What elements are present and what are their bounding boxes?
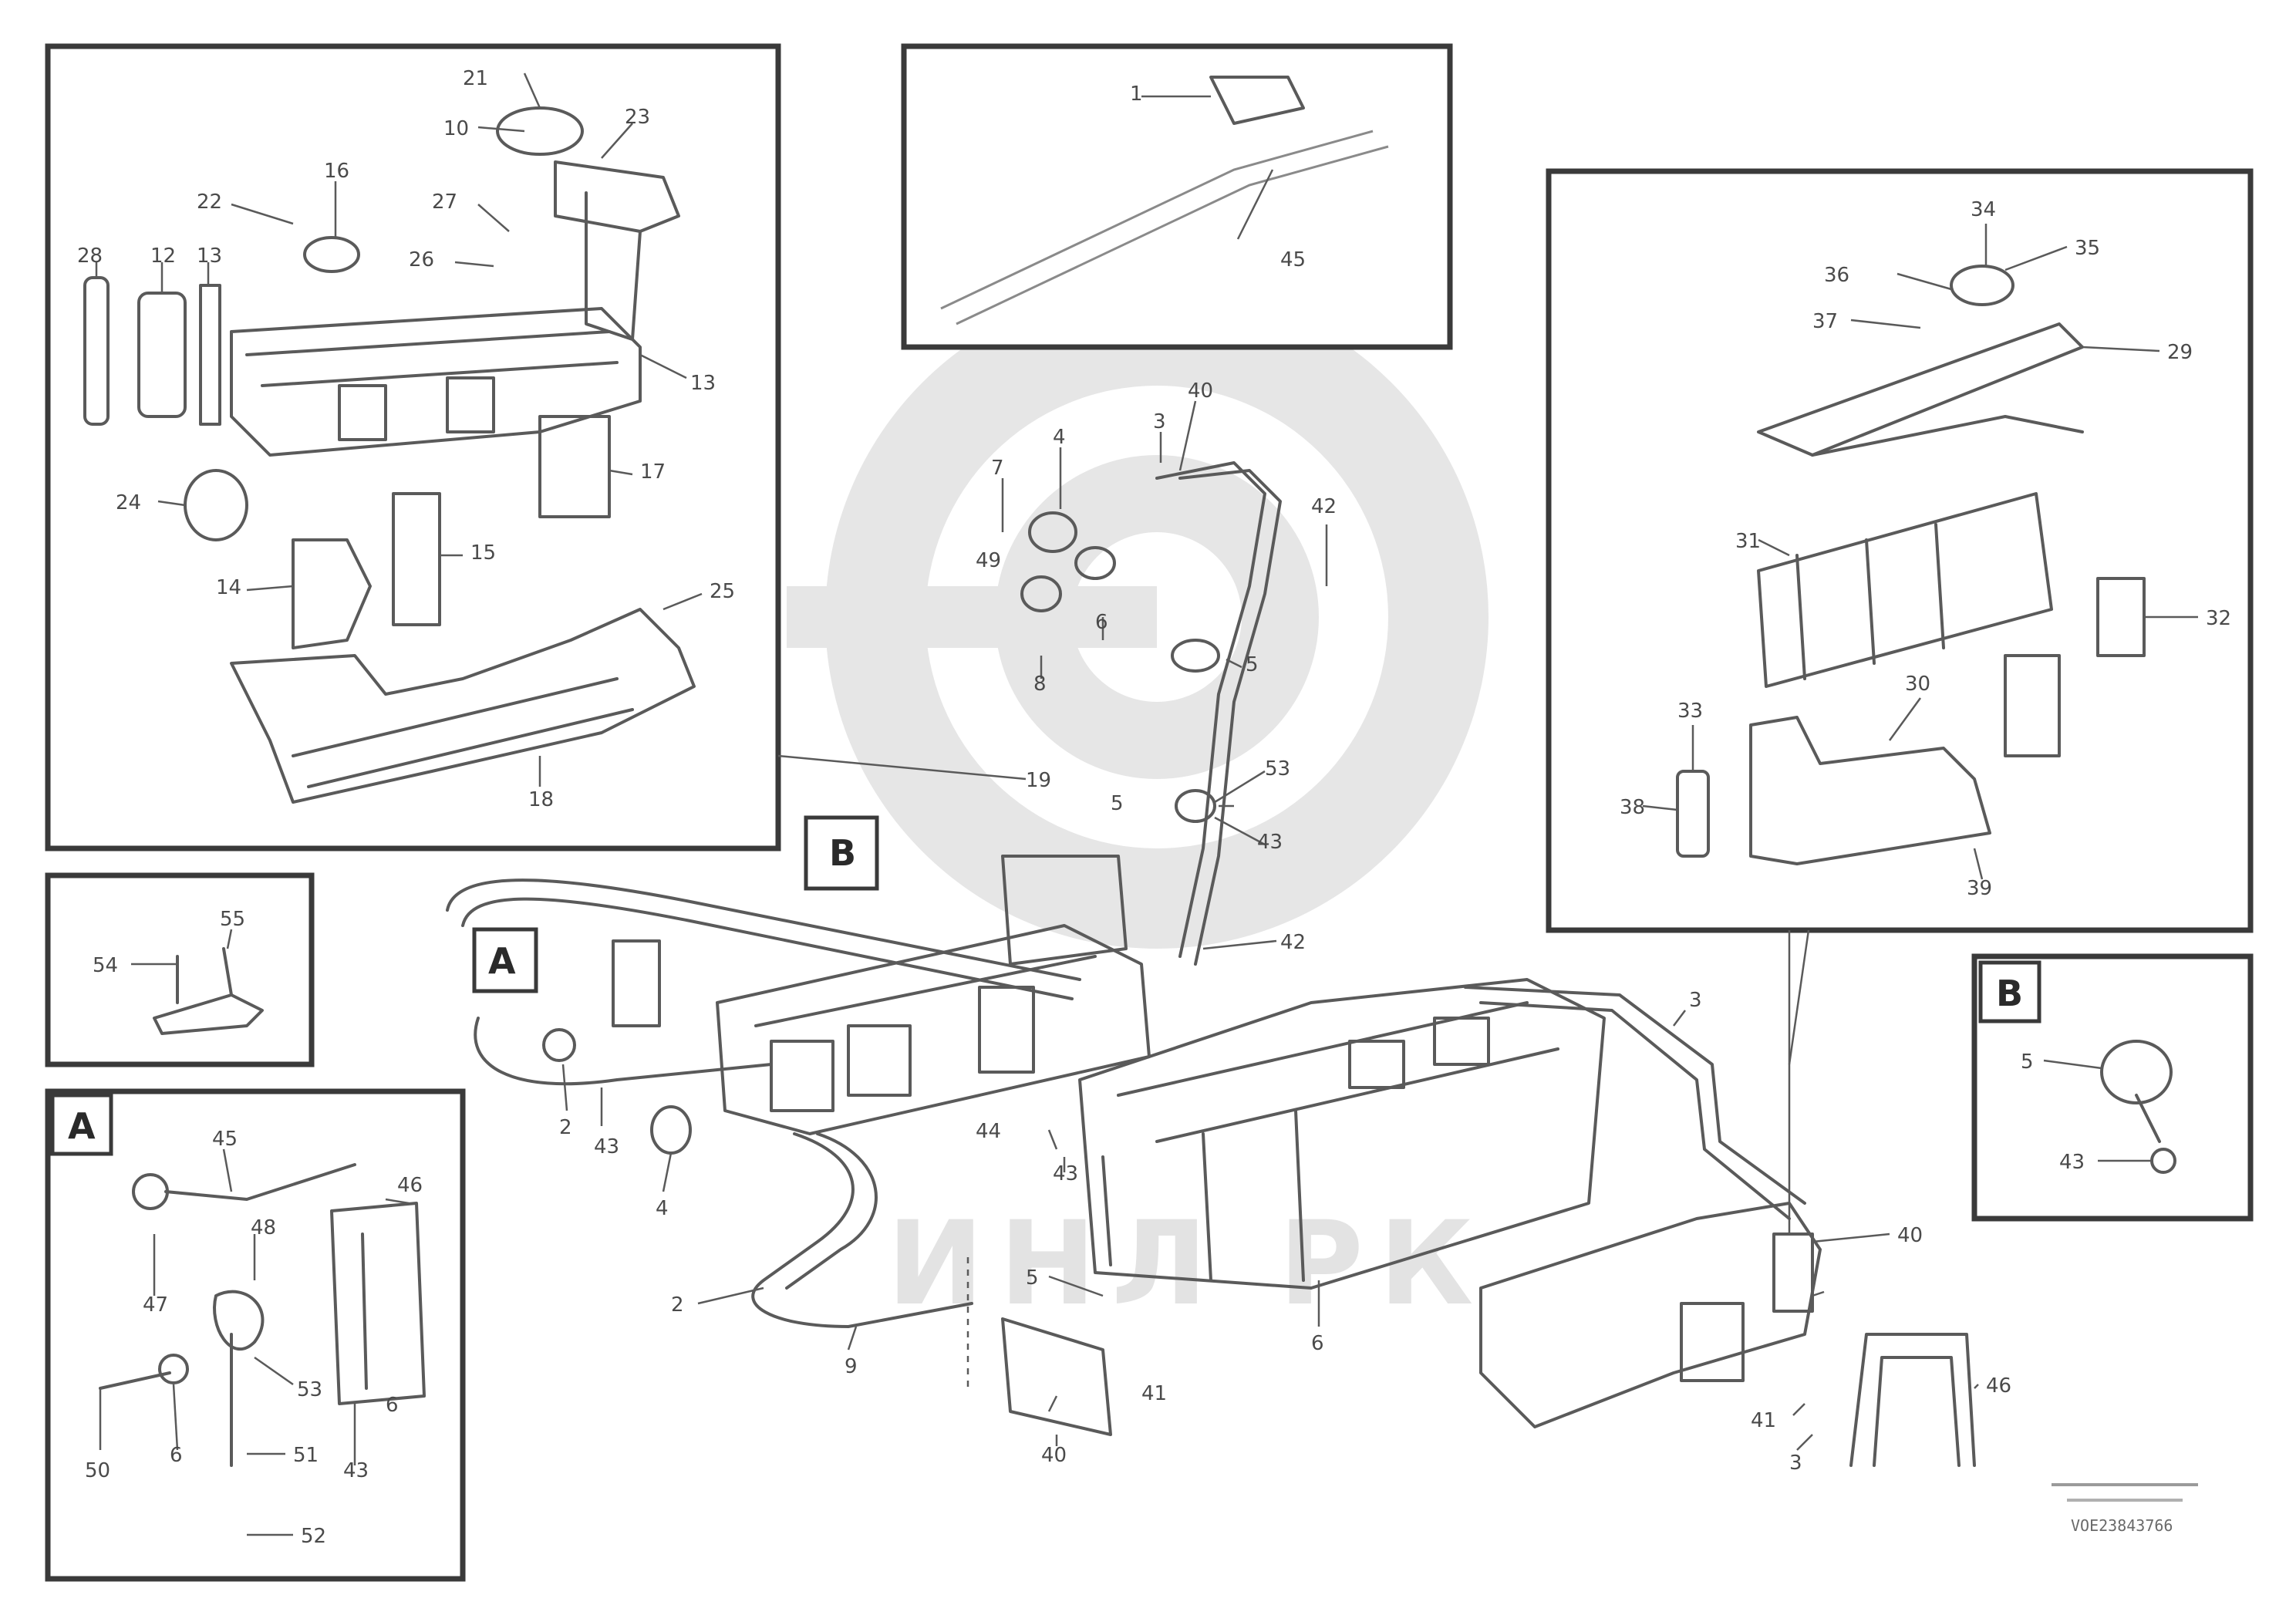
label-tl-2: 10	[443, 117, 469, 140]
label-tl-16: 25	[710, 580, 735, 603]
inset-tag-b: B	[1996, 973, 2023, 1014]
detail-panel-b: B 5 43	[1971, 953, 2254, 1222]
label-tl-14: 15	[470, 541, 496, 565]
label-m-27: 5	[1026, 1266, 1039, 1290]
label-a-7: 51	[293, 1444, 319, 1467]
label-tl-10: 28	[77, 244, 103, 268]
label-tl-13: 24	[116, 491, 141, 514]
detail-panel-top-right: 34 35 36 37 29 31 32 33 38 30 39	[1546, 168, 2254, 1234]
label-m-25: 41	[1751, 1409, 1776, 1432]
label-m-19: 5	[1111, 792, 1124, 815]
label-sm-1: 54	[93, 954, 118, 977]
label-tl-6: 27	[432, 191, 457, 214]
label-a-1: 45	[212, 1128, 238, 1151]
label-m-21: 41	[1141, 1382, 1167, 1405]
label-tl-3: 23	[625, 106, 650, 129]
label-tl-7: 26	[409, 248, 434, 271]
label-m-14: 43	[1257, 831, 1283, 854]
label-tr-2: 35	[2075, 237, 2100, 260]
watermark-logo: ИНЛ РК	[787, 285, 1489, 1331]
label-a-4: 47	[143, 1293, 168, 1317]
label-m-12: 3	[1689, 989, 1702, 1012]
label-m-17: 4	[656, 1197, 669, 1220]
detail-panel-small-left: 54 55	[45, 872, 315, 1067]
label-tr-10: 30	[1905, 673, 1930, 696]
label-m-7: 5	[1246, 653, 1259, 676]
label-a-9: 6	[386, 1394, 399, 1417]
label-m-10: 19	[1026, 769, 1051, 792]
label-tr-5: 29	[2167, 341, 2193, 364]
label-m-16: 2	[671, 1293, 684, 1317]
label-tc-1: 1	[1130, 83, 1143, 106]
label-m-24: 6	[1311, 1332, 1324, 1355]
label-tl-1: 21	[463, 67, 488, 90]
label-tl-4: 16	[324, 160, 349, 183]
label-m-13: 49	[976, 549, 1001, 572]
label-tr-7: 32	[2206, 607, 2231, 630]
detail-panel-top-left: 21 10 23 16 22 27 26 12 13 28 13 17 24 1…	[45, 43, 781, 851]
label-tl-5: 22	[197, 191, 222, 214]
label-m-1: 7	[991, 457, 1004, 480]
label-tr-4: 37	[1812, 310, 1838, 333]
label-sm-2: 55	[220, 908, 245, 931]
label-b-1: 5	[2021, 1050, 2034, 1074]
label-a-2: 46	[397, 1174, 423, 1197]
label-m-28: 40	[1041, 1444, 1067, 1467]
detail-panel-a: A 45 46 48 47 53 50 51 6 6 43 52	[45, 1088, 466, 1582]
label-a-8: 6	[170, 1444, 183, 1467]
inset-tag-a: A	[68, 1105, 96, 1147]
main-assembly: B A	[446, 379, 2011, 1475]
label-tr-8: 33	[1677, 700, 1703, 723]
label-a-10: 43	[343, 1459, 369, 1482]
label-m-11: 42	[1280, 931, 1306, 954]
reference-block: VOE23843766	[2052, 1483, 2198, 1535]
label-tl-9: 13	[197, 244, 222, 268]
label-m-9: 6	[1095, 611, 1108, 634]
label-m-26: 43	[594, 1135, 619, 1158]
label-a-5: 53	[297, 1378, 322, 1401]
label-m-15: 2	[559, 1116, 572, 1139]
label-m-3b: 3	[1789, 1452, 1802, 1475]
label-tc-2: 45	[1280, 248, 1306, 271]
label-tr-11: 39	[1967, 877, 1992, 900]
main-tag-a: A	[488, 940, 516, 982]
label-m-20: 44	[976, 1120, 1001, 1143]
label-tr-1: 34	[1971, 198, 1996, 221]
reference-code: VOE23843766	[2071, 1516, 2173, 1535]
label-tl-17: 18	[528, 788, 554, 811]
label-m-6: 42	[1311, 495, 1337, 518]
main-tag-b: B	[829, 832, 856, 874]
label-m-5: 8	[1033, 673, 1047, 696]
label-m-2: 4	[1053, 426, 1066, 449]
label-m-3: 3	[1153, 410, 1166, 433]
label-m-29: 46	[1986, 1374, 2011, 1398]
label-tr-3: 36	[1824, 264, 1849, 287]
label-a-3: 48	[251, 1216, 276, 1239]
label-tl-8: 12	[150, 244, 176, 268]
label-m-23: 40	[1897, 1224, 1923, 1247]
label-m-8: 53	[1265, 757, 1290, 781]
label-tr-6: 31	[1735, 530, 1761, 553]
label-b-2: 43	[2059, 1151, 2085, 1174]
label-m-22: 43	[1053, 1162, 1078, 1185]
label-a-11: 52	[301, 1525, 326, 1548]
label-tl-12: 17	[640, 460, 666, 484]
label-tr-9: 38	[1620, 796, 1645, 819]
label-m-18: 9	[845, 1355, 858, 1378]
label-a-6: 50	[85, 1459, 110, 1482]
watermark-text: ИНЛ РК	[887, 1197, 1489, 1331]
label-tl-15: 14	[216, 576, 241, 599]
label-m-4: 40	[1188, 379, 1213, 403]
label-tl-11: 13	[690, 372, 716, 395]
detail-panel-top-center: 1 45	[901, 43, 1453, 350]
